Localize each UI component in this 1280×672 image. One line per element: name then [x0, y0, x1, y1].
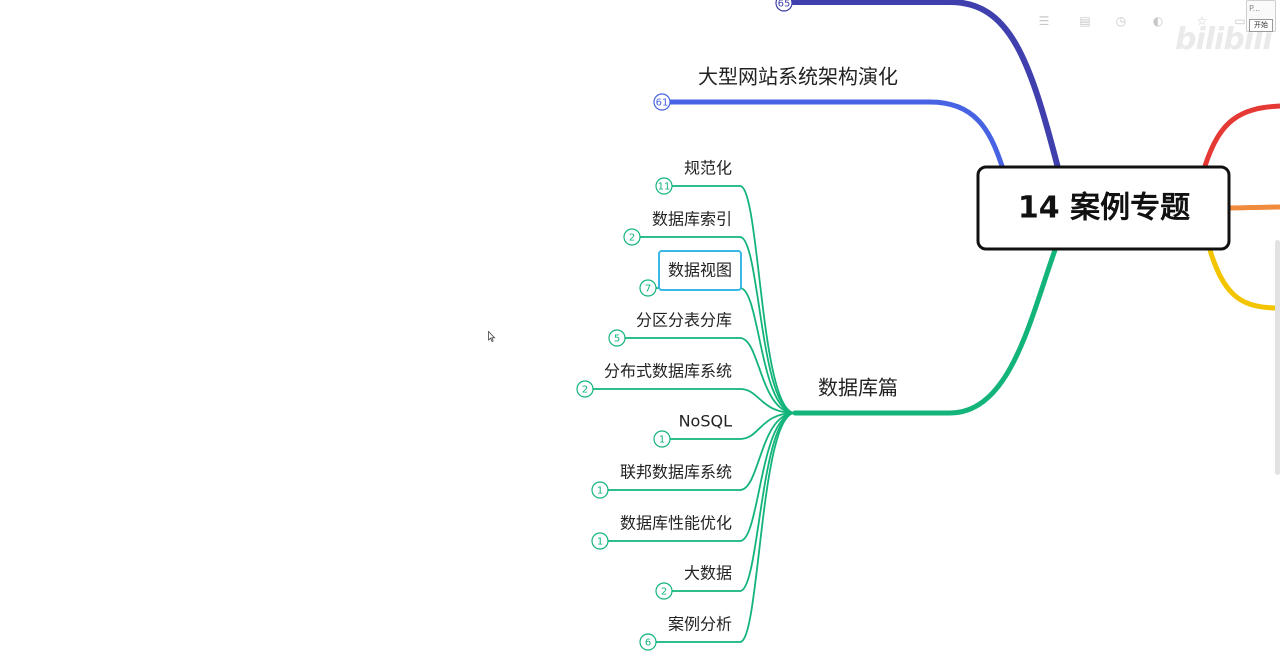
- child-node-10[interactable]: 案例分析: [668, 615, 732, 634]
- website-branch-badge-circle: [653, 93, 671, 111]
- child-node-label: 分区分表分库: [636, 311, 732, 330]
- right-branch-orange-edge: [1227, 204, 1280, 211]
- child-count-badge-count: 1: [659, 435, 665, 446]
- child-node-6[interactable]: NoSQL: [679, 412, 733, 431]
- mouse-cursor-icon: [488, 331, 496, 343]
- child-count-badge[interactable]: 1: [653, 430, 671, 448]
- mini-panel-text: P...: [1249, 4, 1261, 13]
- child-edge: [656, 412, 796, 643]
- child-edge: [608, 412, 796, 542]
- document-icon[interactable]: ▤: [1079, 14, 1091, 28]
- database-branch-label: 数据库篇: [818, 376, 898, 400]
- child-edge: [656, 287, 796, 414]
- child-count-badge-circle: [639, 279, 657, 297]
- child-node-label: NoSQL: [679, 412, 733, 431]
- child-node-2[interactable]: 数据库索引: [652, 210, 732, 229]
- child-count-badge[interactable]: 1: [591, 532, 609, 550]
- right-branch-red-edge: [1202, 103, 1280, 167]
- child-count-badge[interactable]: 2: [655, 582, 673, 600]
- child-count-badge-circle: [623, 228, 641, 246]
- child-node-label: 分布式数据库系统: [604, 362, 732, 381]
- star-icon[interactable]: ☆: [1196, 14, 1208, 28]
- start-button[interactable]: 开始: [1249, 19, 1273, 32]
- child-node-1[interactable]: 规范化: [684, 159, 732, 178]
- child-count-badge-count: 1: [597, 486, 603, 497]
- central-topic-label: 14 案例专题: [1018, 191, 1190, 226]
- child-node-4[interactable]: 分区分表分库: [636, 311, 732, 330]
- child-count-badge-circle: [591, 532, 609, 550]
- child-count-badge[interactable]: 6: [639, 633, 657, 651]
- top-branch-badge-count: 65: [778, 0, 791, 10]
- website-branch-edge: [667, 99, 1005, 169]
- child-count-badge-count: 1: [597, 537, 603, 548]
- child-count-badge-count: 2: [629, 233, 635, 244]
- child-node-label: 数据视图: [668, 261, 732, 280]
- website-branch-badge-count: 61: [656, 98, 669, 109]
- child-count-badge-count: 11: [658, 182, 671, 193]
- child-count-badge-count: 5: [614, 334, 620, 345]
- child-edge: [608, 412, 796, 491]
- child-edge: [625, 337, 796, 414]
- child-count-badge[interactable]: 7: [639, 279, 657, 297]
- child-count-badge-circle: [639, 633, 657, 651]
- top-branch-badge[interactable]: 65: [775, 0, 793, 12]
- child-count-badge-count: 2: [661, 587, 667, 598]
- website-branch-label: 大型网站系统架构演化: [698, 65, 898, 89]
- child-count-badge-circle: [608, 329, 626, 347]
- outline-icon[interactable]: ☰: [1038, 14, 1050, 28]
- right-branch-yellow-edge: [1207, 249, 1280, 311]
- window-icon[interactable]: ▭: [1234, 14, 1246, 28]
- top-branch-badge-circle: [775, 0, 793, 12]
- child-edge: [640, 236, 796, 414]
- child-count-badge-count: 6: [645, 638, 651, 649]
- child-count-badge[interactable]: 5: [608, 329, 626, 347]
- selected-node-outline: [658, 250, 742, 291]
- vertical-scrollbar[interactable]: [1275, 240, 1280, 475]
- child-edge: [672, 185, 796, 414]
- child-count-badge-circle: [655, 177, 673, 195]
- child-node-3[interactable]: 数据视图: [658, 250, 742, 291]
- child-node-label: 数据库性能优化: [620, 514, 732, 533]
- child-node-7[interactable]: 联邦数据库系统: [620, 463, 732, 482]
- child-edge: [672, 412, 796, 592]
- child-node-label: 规范化: [684, 159, 732, 178]
- child-node-label: 大数据: [684, 564, 732, 583]
- child-node-8[interactable]: 数据库性能优化: [620, 514, 732, 533]
- theme-icon[interactable]: ◐: [1152, 14, 1164, 28]
- child-count-badge-count: 7: [645, 284, 651, 295]
- child-edge: [670, 412, 796, 440]
- history-icon[interactable]: ◷: [1115, 14, 1127, 28]
- child-node-label: 联邦数据库系统: [620, 463, 732, 482]
- child-node-label: 案例分析: [668, 615, 732, 634]
- website-branch-badge[interactable]: 61: [653, 93, 671, 111]
- child-count-badge-count: 2: [582, 385, 588, 396]
- database-branch-edge: [792, 247, 1058, 416]
- child-node-9[interactable]: 大数据: [684, 564, 732, 583]
- child-count-badge[interactable]: 2: [576, 380, 594, 398]
- child-count-badge[interactable]: 11: [655, 177, 673, 195]
- child-count-badge[interactable]: 2: [623, 228, 641, 246]
- child-count-badge-circle: [576, 380, 594, 398]
- child-count-badge-circle: [655, 582, 673, 600]
- child-node-label: 数据库索引: [652, 210, 732, 229]
- child-count-badge-circle: [591, 481, 609, 499]
- child-edge: [593, 388, 796, 414]
- top-branch-edge: [789, 0, 1061, 171]
- child-count-badge-circle: [653, 430, 671, 448]
- central-topic[interactable]: 14 案例专题: [976, 165, 1231, 251]
- child-node-5[interactable]: 分布式数据库系统: [604, 362, 732, 381]
- child-count-badge[interactable]: 1: [591, 481, 609, 499]
- central-topic-box: [976, 165, 1231, 251]
